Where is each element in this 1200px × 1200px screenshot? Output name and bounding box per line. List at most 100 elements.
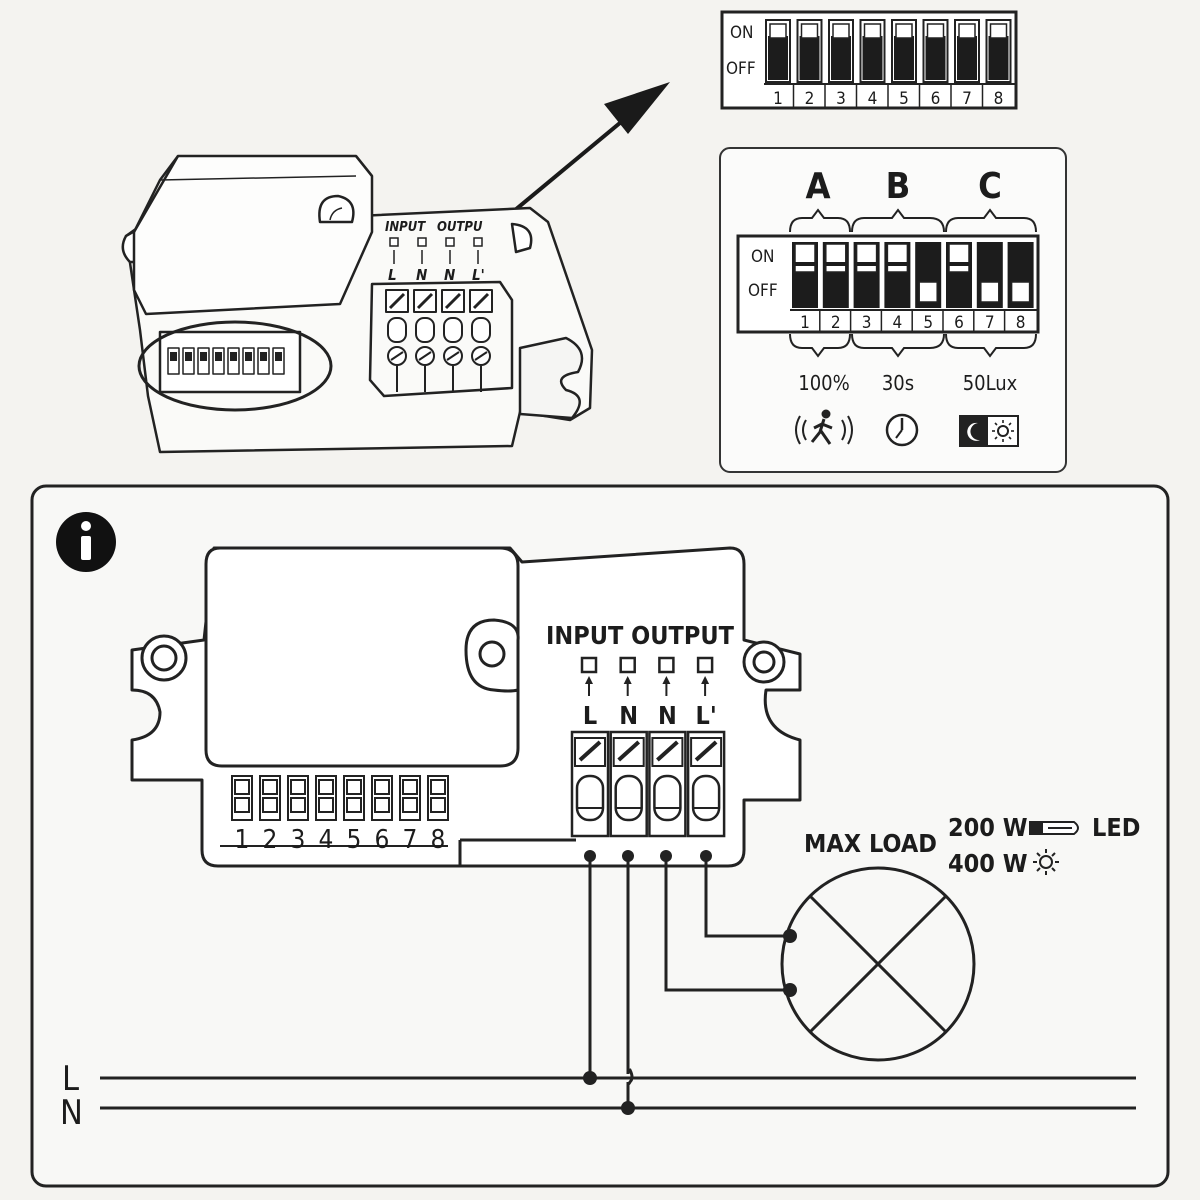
module-dip-number: 7	[403, 825, 418, 855]
load-led-value: 200 W	[948, 813, 1028, 842]
device-dip-slot	[212, 347, 225, 375]
day-night-icon	[959, 415, 1019, 447]
led-bulb-icon	[1029, 821, 1079, 835]
mains-n-label: N	[60, 1093, 83, 1133]
device-terminal	[469, 289, 493, 392]
module-terminal	[686, 730, 726, 838]
mains-l-label: L	[62, 1059, 79, 1099]
small-switch-number: 7	[962, 89, 972, 109]
panel-switch-number: 8	[1016, 313, 1026, 333]
panel-switch-slot	[853, 242, 880, 308]
load-led-type: LED	[1092, 813, 1140, 842]
module-dip-slot	[287, 775, 309, 821]
device-terminal-label: L	[388, 266, 397, 284]
module-dip-slot	[343, 775, 365, 821]
wire-junctions	[583, 850, 797, 1115]
group-braces-bottom	[789, 333, 1037, 358]
small-dip-switch: ON OFF 1 2 3 4 5 6 7 8	[720, 10, 1018, 110]
panel-switch-number: 6	[954, 313, 964, 333]
small-switch-number: 8	[994, 89, 1004, 109]
panel-switch-number: 3	[862, 313, 872, 333]
group-a-letter: A	[805, 166, 830, 207]
module-dip-number: 4	[319, 825, 334, 855]
panel-switch-number: 1	[800, 313, 810, 333]
panel-switch-slot	[976, 242, 1003, 308]
small-switch-number: 4	[868, 89, 878, 109]
small-switch-on-label: ON	[730, 23, 753, 43]
wires	[100, 856, 1136, 1110]
device-dip-slot	[242, 347, 255, 375]
module-dip-number: 3	[291, 825, 306, 855]
group-b-letter: B	[886, 166, 911, 207]
small-switch-number: 3	[836, 89, 846, 109]
small-switch-slot	[922, 19, 949, 83]
device-dip-slot	[257, 347, 270, 375]
max-load-label: MAX LOAD	[804, 829, 937, 858]
device-dip-slot	[227, 347, 240, 375]
group-b-value: 30s	[882, 371, 914, 395]
module-terminal	[609, 730, 648, 838]
device-input-label: INPUT	[385, 220, 426, 235]
panel-switch-number: 5	[923, 313, 933, 333]
module-terminal-label: L'	[695, 701, 716, 730]
load-halogen-value: 400 W	[948, 849, 1028, 878]
module-terminal-label: N	[619, 701, 638, 730]
device-perspective	[121, 154, 594, 454]
module-dip-slot	[371, 775, 393, 821]
small-switch-slot	[828, 19, 854, 83]
module-terminal	[648, 730, 687, 838]
panel-on-label: ON	[751, 247, 774, 267]
small-switch-number: 5	[899, 89, 909, 109]
module-dip-slot	[231, 775, 253, 821]
module-dip-number: 2	[263, 825, 278, 855]
group-a-value: 100%	[798, 371, 849, 395]
small-switch-number: 6	[931, 89, 941, 109]
small-switch-number: 2	[805, 89, 815, 109]
motion-sensor-icon	[795, 409, 853, 445]
lamp-symbol	[780, 866, 976, 1062]
device-terminal-label: L'	[472, 266, 485, 284]
module-dip-number: 1	[235, 825, 250, 855]
panel-switch-slot	[1007, 242, 1034, 308]
panel-switch-slot	[946, 242, 972, 308]
panel-switch-number: 2	[831, 313, 841, 333]
module-terminal-label: L	[583, 701, 597, 730]
device-dip-slot	[197, 347, 210, 375]
panel-switch-number: 4	[893, 313, 903, 333]
module-dip-slot	[315, 775, 337, 821]
small-switch-slot	[985, 19, 1012, 83]
clock-icon	[885, 413, 919, 447]
terminal-header: INPUT OUTPUT	[546, 621, 735, 650]
panel-switch-slot	[915, 242, 942, 308]
module-dip-slot	[427, 775, 449, 821]
module-terminal-label: N	[658, 701, 677, 730]
small-switch-number: 1	[773, 89, 783, 109]
device-dip-slot	[272, 347, 285, 375]
group-c-letter: C	[978, 166, 1002, 207]
small-switch-slot	[891, 19, 917, 83]
device-terminal	[441, 289, 465, 392]
panel-off-label: OFF	[748, 281, 778, 301]
small-switch-slot	[765, 19, 791, 83]
small-switch-off-label: OFF	[726, 59, 756, 79]
module-dip-number: 5	[347, 825, 362, 855]
device-terminal-label: N	[444, 266, 456, 284]
panel-switch-number: 7	[985, 313, 995, 333]
group-braces-top	[789, 208, 1037, 233]
device-dip-slot	[182, 347, 195, 375]
sun-icon	[1033, 849, 1059, 875]
device-terminal	[385, 289, 409, 392]
device-terminal-label: N	[416, 266, 428, 284]
device-dip-slot	[167, 347, 180, 375]
device-terminal	[413, 289, 437, 392]
small-switch-slot	[796, 19, 823, 83]
small-switch-slot	[954, 19, 980, 83]
small-switch-slot	[859, 19, 886, 83]
panel-switch-slot	[822, 242, 849, 308]
device-output-label: OUTPU	[437, 220, 483, 235]
panel-switch-slot	[792, 242, 818, 308]
module-dip-number: 8	[431, 825, 446, 855]
